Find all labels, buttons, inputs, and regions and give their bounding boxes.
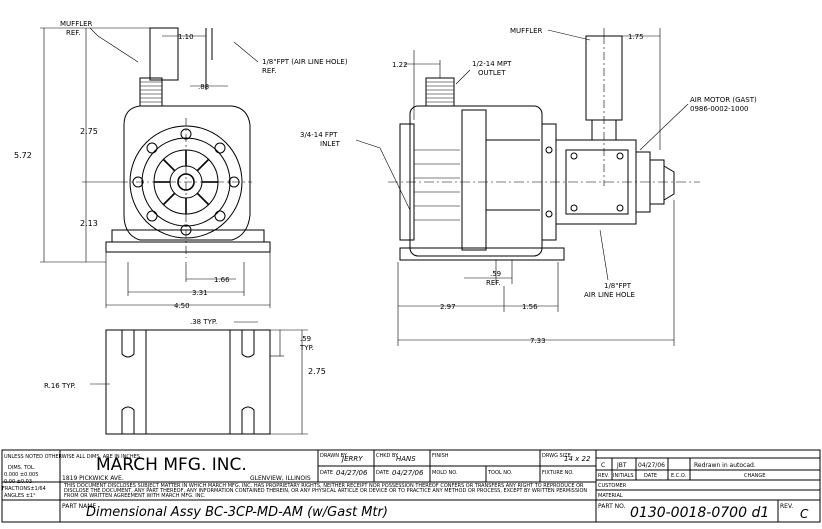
dim-1-10: 1.10 xyxy=(178,33,194,41)
mold-label: MOLD NO. xyxy=(432,470,458,476)
date-label-1: DATE xyxy=(320,470,333,476)
base-view: .38 TYP. .59 TYP. 2.75 R.16 TYP. xyxy=(44,318,326,435)
dim-3-31: 3.31 xyxy=(192,289,208,297)
eco-header: E.C.O. xyxy=(671,473,687,479)
company-address: 1819 PICKWICK AVE. xyxy=(62,475,124,482)
chkd-by-label: CHKD BY xyxy=(376,453,399,459)
dim-59-typ: TYP. xyxy=(299,344,314,352)
drawn-by: JERRY xyxy=(340,455,363,463)
rev-value: C xyxy=(800,507,809,521)
date-1: 04/27/06 xyxy=(336,469,368,477)
rev-initials: JBT xyxy=(616,462,627,469)
side-view: 1.22 1/2-14 MPT OUTLET 3/4-14 FPT INLET … xyxy=(300,27,757,346)
air-hole-label: 1/8"FPT xyxy=(604,282,632,290)
inlet-label-2: INLET xyxy=(320,140,341,148)
dim-5-72: 5.72 xyxy=(14,151,32,160)
initials-header: INITIALS xyxy=(613,473,634,479)
date-header: DATE xyxy=(644,473,657,479)
part-no-label: PART NO. xyxy=(598,503,626,510)
drwg-size: 14 x 22 xyxy=(564,455,591,463)
change-header: CHANGE xyxy=(744,473,765,479)
radius-label: R.16 TYP. xyxy=(44,382,76,390)
material-label: MATERIAL xyxy=(598,493,623,499)
disclaimer-2: DISCLOSE THE DOCUMENT, ANY PART THEREOF,… xyxy=(64,488,587,494)
tol-2: 0.00 ±0.03 xyxy=(4,479,32,485)
part-name: Dimensional Assy BC-3CP-MD-AM (w/Gast Mt… xyxy=(86,505,388,520)
part-name-label: PART NAME xyxy=(62,503,96,510)
outlet-label: 1/2-14 MPT xyxy=(472,60,512,68)
disclaimer-1: THIS DOCUMENT DISCLOSES SUBJECT MATTER I… xyxy=(63,483,584,489)
air-hole-label-2: AIR LINE HOLE xyxy=(584,291,635,299)
company-city: GLENVIEW, ILLINOIS xyxy=(250,475,311,482)
air-line-ref-label: REF. xyxy=(262,67,276,75)
side-muffler-label: MUFFLER xyxy=(510,27,543,35)
dims-tol: DIMS. TOL. xyxy=(8,465,36,471)
tol-3: FRACTIONS±1/64 xyxy=(2,486,46,492)
air-motor-label: AIR MOTOR (GAST) xyxy=(690,96,757,104)
tol-1: 0.000 ±0.005 xyxy=(4,472,38,478)
title-block: UNLESS NOTED OTHERWISE ALL DIMS. ARE IN … xyxy=(1,449,821,523)
dim-2-13: 2.13 xyxy=(80,219,98,228)
disclaimer-3: FROM OR WRITTEN AGREEMENT WITH MARCH MFG… xyxy=(64,493,206,499)
dim-59: .59 xyxy=(300,335,311,343)
tool-label: TOOL NO. xyxy=(487,470,513,476)
air-line-label: 1/8"FPT (AIR LINE HOLE) xyxy=(262,58,348,66)
dim-1-22: 1.22 xyxy=(392,61,408,69)
drawn-by-label: DRAWN BY xyxy=(320,453,348,459)
rev-date: 04/27/06 xyxy=(638,462,665,469)
dim-38-typ: .38 TYP. xyxy=(190,318,217,326)
date-label-2: DATE xyxy=(376,470,389,476)
dim-4-50: 4.50 xyxy=(174,302,190,310)
dim-88: .88 xyxy=(198,83,209,91)
muffler-ref-label: REF. xyxy=(66,29,80,37)
tol-4: ANGLES ±1° xyxy=(4,493,36,499)
date-2: 04/27/06 xyxy=(392,469,424,477)
inlet-label: 3/4-14 FPT xyxy=(300,131,338,139)
customer-label: CUSTOMER xyxy=(598,483,627,489)
dim-59-ref-2: REF. xyxy=(486,279,500,287)
dim-2-97: 2.97 xyxy=(440,303,456,311)
fixture-label: FIXTURE NO. xyxy=(542,470,574,476)
chkd-by: HANS xyxy=(396,455,416,463)
drwg-size-label: DRWG SIZE xyxy=(542,453,571,459)
dim-59-ref: .59 xyxy=(490,270,501,278)
dim-1-66: 1.66 xyxy=(214,276,230,284)
air-motor-part: 0986-0002-1000 xyxy=(690,105,749,113)
rev-c: C xyxy=(601,462,605,469)
rev-header: REV. xyxy=(598,473,609,479)
dim-1-56: 1.56 xyxy=(522,303,538,311)
front-view: MUFFLER REF. 1.10 1/8"FPT (AIR LINE HOLE… xyxy=(14,20,348,310)
dim-2-75: 2.75 xyxy=(80,127,98,136)
unless-noted: UNLESS NOTED OTHERWISE ALL DIMS. ARE IN … xyxy=(4,454,142,460)
outlet-label-2: OUTLET xyxy=(478,69,506,77)
rev-label: REV. xyxy=(780,503,793,510)
part-no: 0130-0018-0700 d1 xyxy=(630,505,769,521)
finish-label: FINISH xyxy=(432,453,449,459)
muffler-label: MUFFLER xyxy=(60,20,93,28)
dim-7-33: 7.33 xyxy=(530,337,546,345)
dim-1-75: 1.75 xyxy=(628,33,644,41)
dim-2-75-base: 2.75 xyxy=(308,367,326,376)
rev-change: Redrawn in autocad. xyxy=(694,462,756,469)
company-name: MARCH MFG. INC. xyxy=(96,455,247,475)
